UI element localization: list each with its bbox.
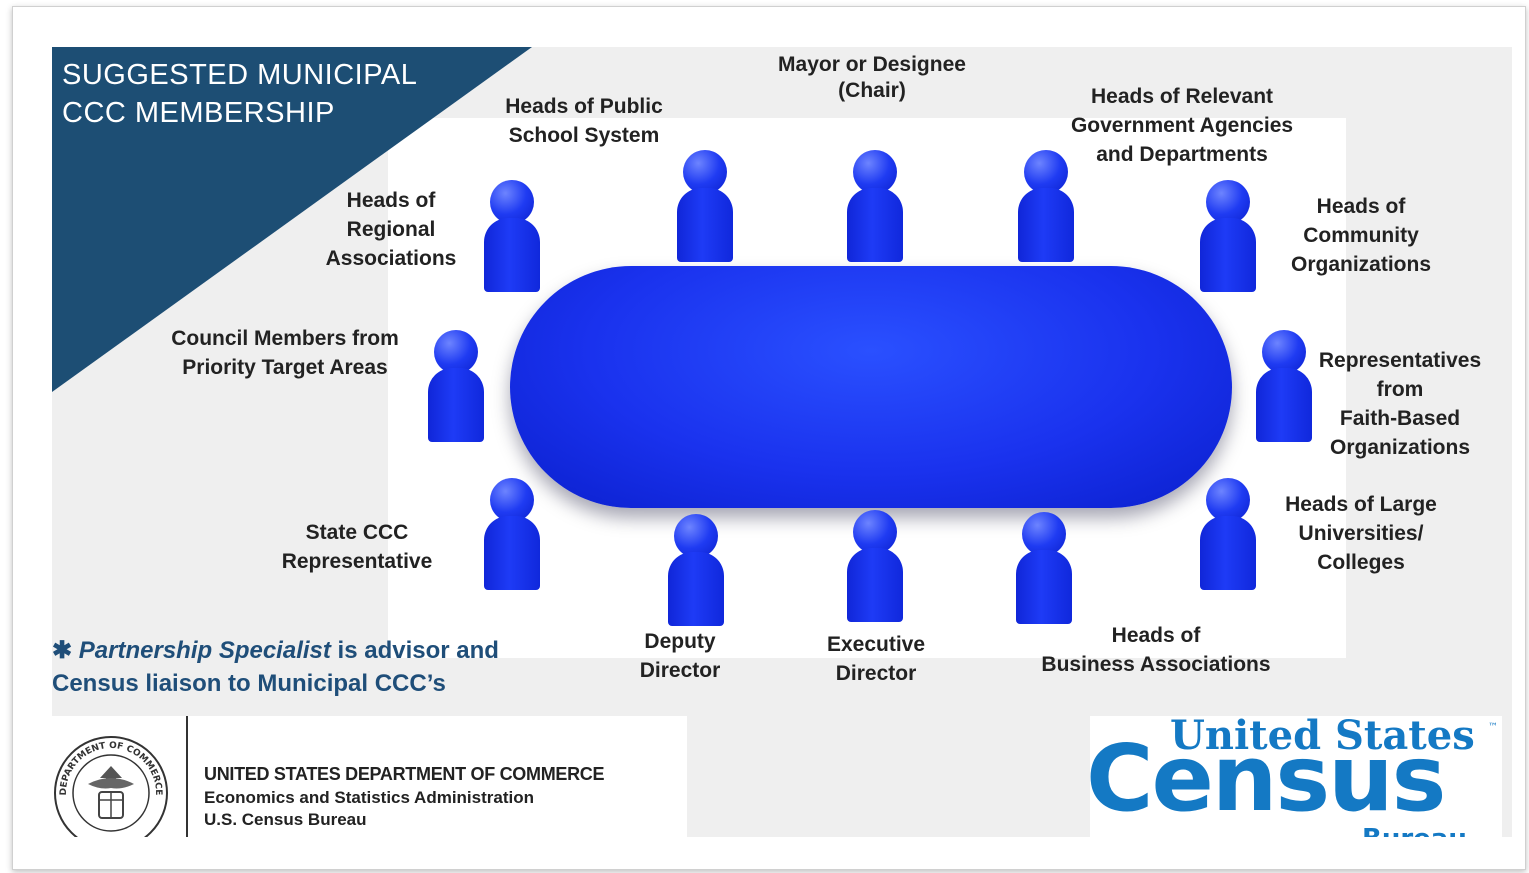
person-icon [666, 514, 726, 626]
label-business-associations: Heads of Business Associations [1041, 624, 1271, 676]
note-line-1: is advisor and [330, 637, 499, 664]
person-icon [675, 150, 735, 262]
label-mayor: Mayor or Designee (Chair) [778, 53, 966, 102]
label-school-system: Heads of Public School System [505, 95, 663, 147]
label-government-agencies: Heads of Relevant Government Agencies an… [1070, 85, 1294, 166]
commerce-footer: DEPARTMENT OF COMMERCE UNITED STATES DEP… [52, 716, 687, 837]
logo-bureau: Bureau [1362, 824, 1467, 837]
person-icon [1014, 512, 1074, 624]
administration-name: Economics and Statistics Administration [204, 788, 534, 807]
label-community-organizations: Heads of Community Organizations [1290, 195, 1432, 276]
slide-title: SUGGESTED MUNICIPAL CCC MEMBERSHIP [62, 59, 418, 129]
label-council-members: Council Members from Priority Target Are… [171, 327, 399, 379]
advisor-note: ✱ Partnership Specialist is advisor and … [52, 634, 499, 700]
label-regional-associations: Heads of Regional Associations [325, 189, 457, 270]
logo-united-states: United States [1170, 716, 1475, 759]
note-line-2: Census liaison to Municipal CCC’s [52, 670, 446, 697]
logo-census: Census [1090, 725, 1446, 832]
person-icon [1016, 150, 1076, 262]
department-name: UNITED STATES DEPARTMENT OF COMMERCE [204, 764, 605, 784]
department-of-commerce-seal: DEPARTMENT OF COMMERCE [54, 736, 168, 837]
asterisk-icon: ✱ [52, 637, 73, 664]
census-logo: United States ™ Census Bureau [1090, 716, 1502, 837]
person-icon [1198, 478, 1258, 590]
person-icon [1254, 330, 1314, 442]
person-icon [482, 478, 542, 590]
bureau-name: U.S. Census Bureau [204, 810, 367, 829]
person-icon [845, 150, 905, 262]
label-executive-director: Executive Director [826, 633, 926, 685]
person-icon [426, 330, 486, 442]
note-emphasis: Partnership Specialist [78, 637, 331, 664]
person-icon [845, 510, 905, 622]
title-band [52, 47, 532, 392]
label-universities: Heads of Large Universities/ Colleges [1285, 493, 1437, 574]
person-icon [482, 180, 542, 292]
person-icon [1198, 180, 1258, 292]
footer-divider [186, 716, 188, 837]
label-faith-based: Representatives from Faith-Based Organiz… [1318, 349, 1482, 459]
conference-table [510, 266, 1232, 508]
label-state-ccc: State CCC Representative [281, 521, 433, 573]
logo-trademark: ™ [1488, 722, 1498, 733]
label-deputy-director: Deputy Director [639, 630, 721, 682]
